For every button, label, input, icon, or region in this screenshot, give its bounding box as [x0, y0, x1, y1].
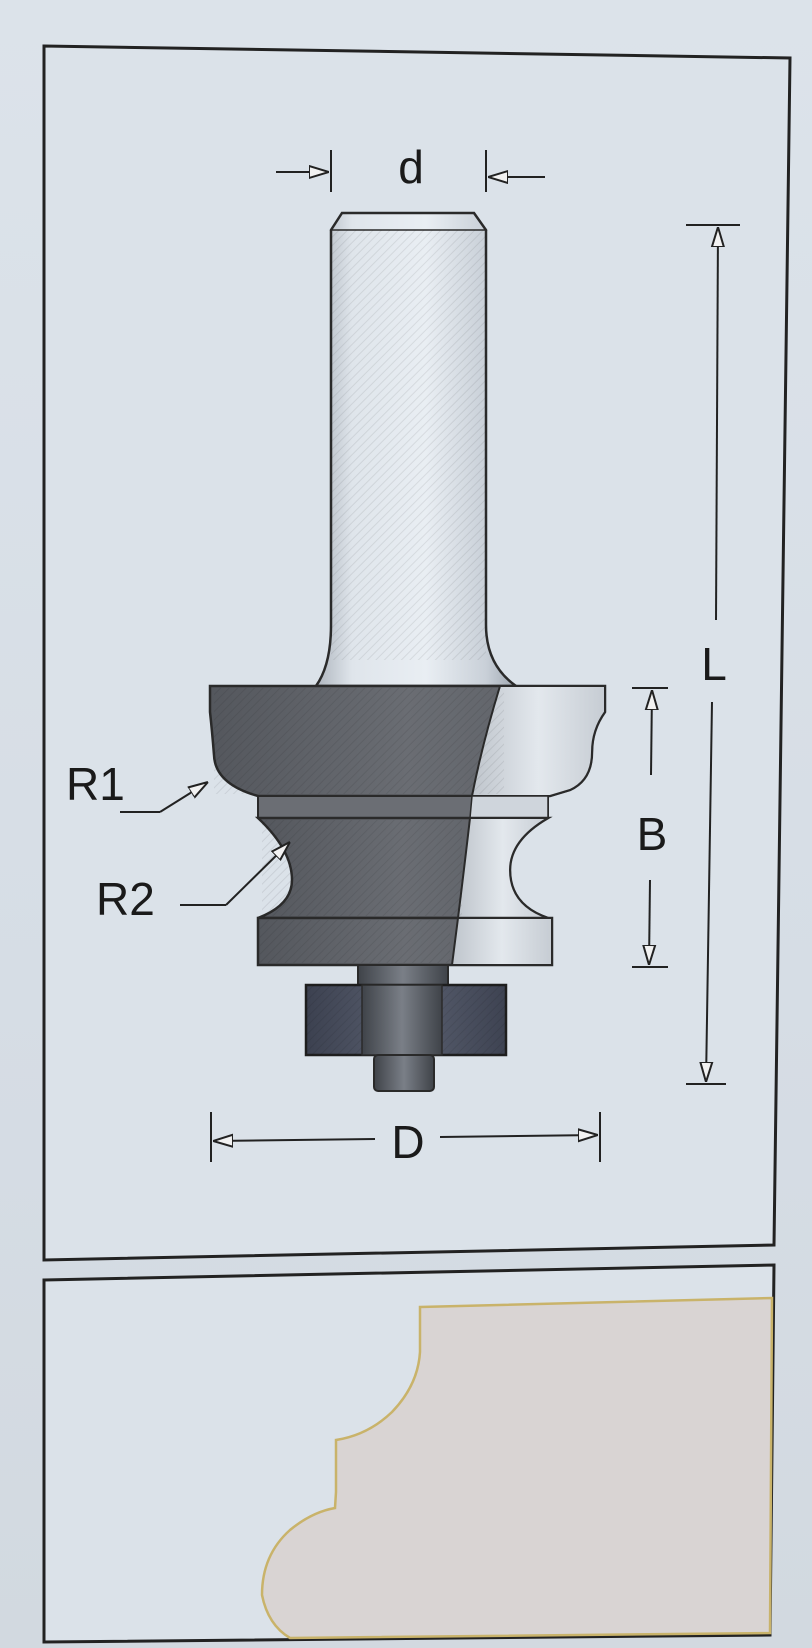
moulding-profile — [260, 1296, 774, 1640]
callout-r2: R2 — [96, 842, 290, 925]
label-r1: R1 — [66, 758, 125, 810]
dimension-d-outer: D — [210, 1112, 601, 1168]
label-b: B — [637, 808, 668, 860]
label-d: d — [398, 141, 424, 193]
label-l: L — [701, 638, 727, 690]
bearing-pin — [373, 1054, 435, 1092]
dimension-d: d — [276, 141, 545, 193]
label-d-outer: D — [391, 1116, 424, 1168]
label-r2: R2 — [96, 873, 155, 925]
dimension-b: B — [632, 687, 668, 968]
arbor — [357, 964, 449, 988]
dimension-l: L — [686, 224, 740, 1085]
profile-panel — [42, 1263, 776, 1644]
router-bit — [208, 211, 607, 1092]
callout-r1: R1 — [66, 758, 208, 813]
